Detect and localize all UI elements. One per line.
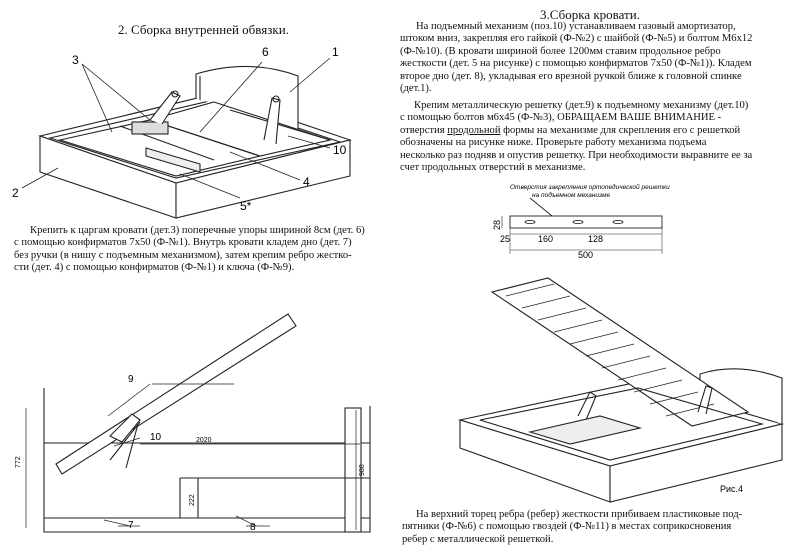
p3-line-2: пятники (Ф-№6) с помощью гвоздей (Ф-№11)… [402,521,732,533]
left-line-3: без ручки (в нишу с подъемным механизмом… [14,249,352,261]
dim-160: 160 [538,234,553,244]
side-callout-7: 7 [128,520,134,531]
p2-line-5: несколько раз подняв и опустив решетку. … [400,149,753,161]
detail-caption-2: на подъемном механизме [532,191,610,199]
side-callout-9: 9 [128,374,134,385]
callout-1: 1 [332,45,339,59]
dim-28: 28 [492,220,502,230]
dim-2020: 2020 [196,437,212,444]
callout-10: 10 [333,143,347,157]
p2-line-1: Крепим металлическую решетку (дет.9) к п… [414,100,749,111]
p2-line-3a: отверстия [400,124,448,136]
dim-772: 772 [15,456,22,468]
callout-6: 6 [262,45,269,59]
p2-underlined-word: продольной [447,124,501,136]
p2-line-3: отверстия продольной формы на механизме … [400,125,792,137]
p1-line-3: (Ф-№10). (В кровати шириной более 1200мм… [400,45,721,57]
callout-5: 5* [240,199,252,213]
dim-980: 980 [359,464,366,476]
p1-line-6: (дет.1). [400,83,432,95]
callout-3: 3 [72,53,79,67]
callout-4: 4 [303,175,310,189]
dim-25: 25 [500,234,510,244]
p3-line-3: ребер с металлической решеткой. [402,533,554,545]
left-line-1: Крепить к царгам кровати (дет.3) попереч… [30,225,365,236]
dim-222: 222 [189,494,196,506]
p2-line-4: обозначены на рисунке ниже. Проверьте ра… [400,137,707,149]
p1-line-1: На подъемный механизм (поз.10) устанавли… [416,21,736,32]
right-paragraph-3: На верхний торец ребра (ребер) жесткости… [402,509,794,546]
left-line-4: сти (дет. 4) с помощью конфирматов (Ф-№1… [14,262,295,274]
p1-line-5: второе дно (дет. 8), укладывая его врезн… [400,70,742,82]
p2-line-6: счет продольных отверстий в механизме. [400,162,586,174]
dim-500: 500 [578,250,593,260]
left-instruction-paragraph: Крепить к царгам кровати (дет.3) попереч… [14,225,384,275]
side-view-drawing: 9 10 2020 772 980 222 7 8 [15,313,371,533]
p2-line-3b: формы на механизме для скрепления его с … [500,124,741,136]
left-line-2: с помощью конфирматов 7х50 (Ф-№1). Внутр… [14,237,352,249]
right-paragraph-2: Крепим металлическую решетку (дет.9) к п… [400,100,792,174]
inner-frame-figure: 3 6 1 10 4 2 5* [12,45,352,219]
figure-label: Рис.4 [720,484,743,494]
p1-line-4: жесткости (дет. 5 на рисунке) с помощью … [400,58,752,70]
hole-detail-drawing: Отверстия закрепления ортопедической реш… [492,183,670,260]
detail-caption-1: Отверстия закрепления ортопедической реш… [510,183,670,191]
right-section-title: 3.Сборка кровати. [540,7,640,22]
left-section-title: 2. Сборка внутренней обвязки. [118,22,289,37]
dim-128: 128 [588,234,603,244]
right-paragraph-1: На подъемный механизм (поз.10) устанавли… [400,21,792,95]
p1-line-2: штоком вниз, закрепляя его гайкой (Ф-№2)… [400,33,753,45]
side-callout-8: 8 [250,522,256,533]
callout-2: 2 [12,186,19,200]
side-callout-10: 10 [150,432,162,443]
bed-lifted-figure: Рис.4 [457,277,785,503]
p3-line-1: На верхний торец ребра (ребер) жесткости… [416,509,743,520]
p2-line-2: с помощью болтов м6х45 (Ф-№3), ОБРАЩАЕМ … [400,112,722,124]
